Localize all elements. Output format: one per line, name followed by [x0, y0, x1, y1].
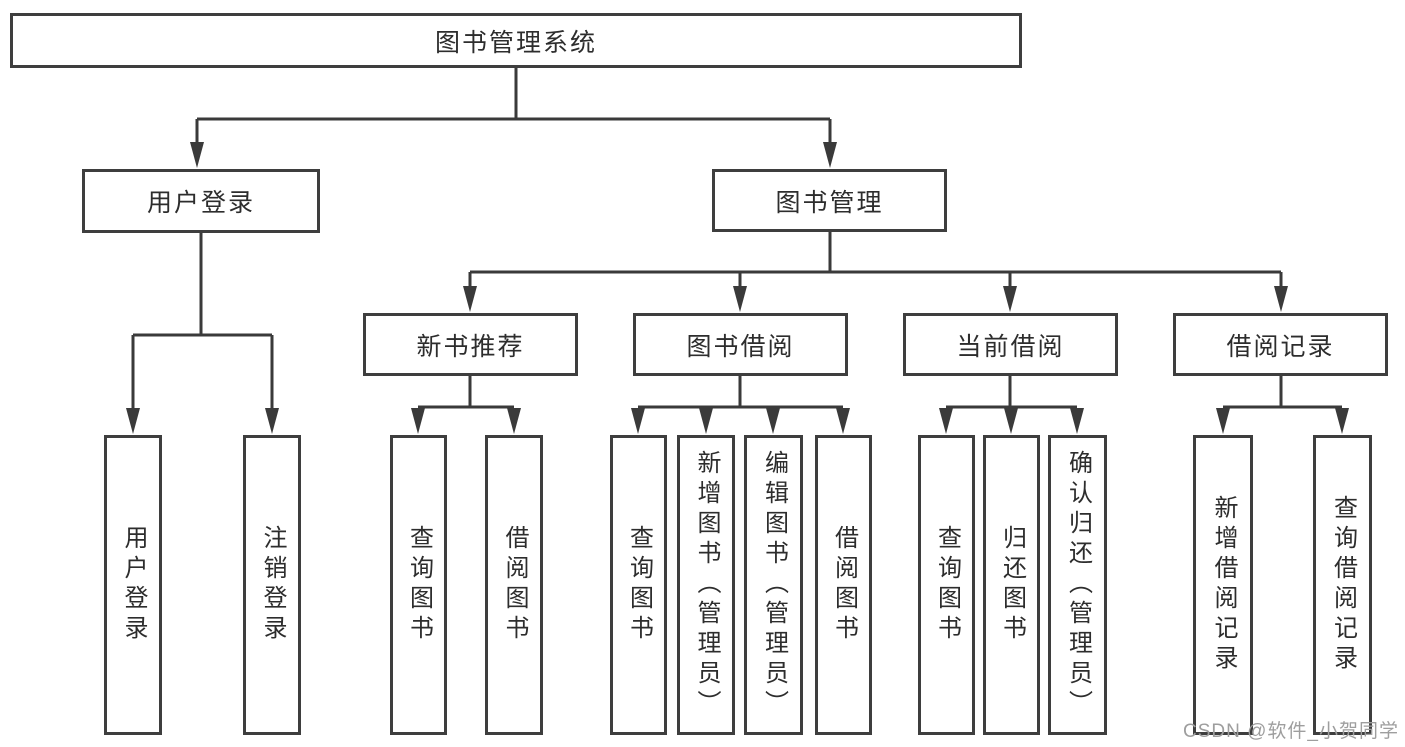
csdn-watermark: CSDN @软件_小贺同学 — [1183, 721, 1399, 742]
leaf-query-books-borrowing: 查询图书 — [610, 435, 667, 735]
leaf-borrow-books-recommend: 借阅图书 — [485, 435, 543, 735]
leaf-logout: 注销登录 — [243, 435, 301, 735]
leaf-confirm-return-admin: 确认归还（管理员） — [1048, 435, 1107, 735]
leaf-query-books-recommend: 查询图书 — [390, 435, 447, 735]
node-book-borrowing: 图书借阅 — [633, 313, 848, 376]
leaf-add-books-admin: 新增图书（管理员） — [677, 435, 735, 735]
leaf-add-borrow-record: 新增借阅记录 — [1193, 435, 1253, 735]
leaf-borrow-books-borrowing: 借阅图书 — [815, 435, 872, 735]
node-current-borrowing: 当前借阅 — [903, 313, 1118, 376]
node-root-library-system: 图书管理系统 — [10, 13, 1022, 68]
leaf-return-books: 归还图书 — [983, 435, 1040, 735]
leaf-query-books-current: 查询图书 — [918, 435, 975, 735]
node-book-management-branch: 图书管理 — [712, 169, 947, 232]
leaf-user-login: 用户登录 — [104, 435, 162, 735]
node-new-book-recommend: 新书推荐 — [363, 313, 578, 376]
node-user-login-branch: 用户登录 — [82, 169, 320, 233]
leaf-query-borrow-record: 查询借阅记录 — [1313, 435, 1372, 735]
leaf-edit-books-admin: 编辑图书（管理员） — [744, 435, 803, 735]
node-borrowing-records: 借阅记录 — [1173, 313, 1388, 376]
